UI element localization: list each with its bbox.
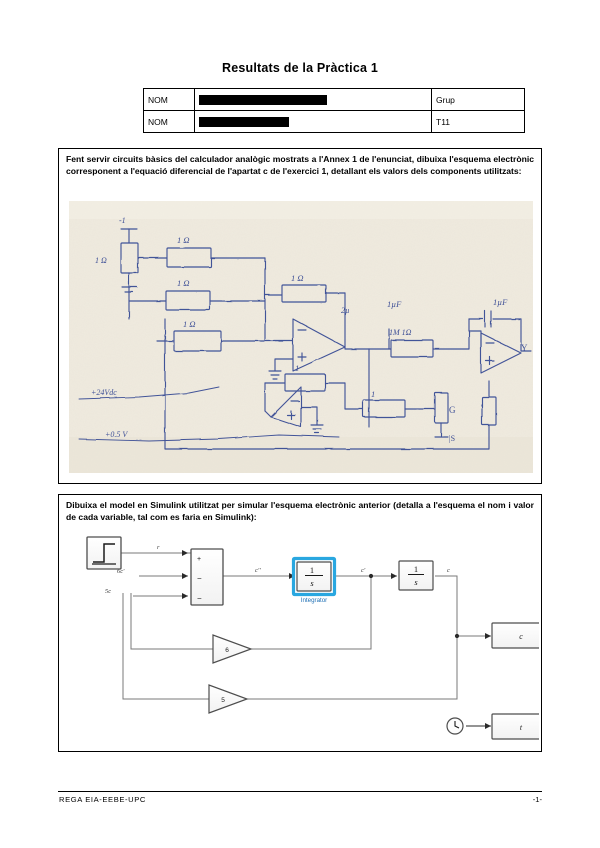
table-row: NOM Grup <box>143 88 525 111</box>
sum-block[interactable]: + − − <box>190 548 224 606</box>
clock-block[interactable] <box>446 717 464 735</box>
section-1-box: Fent servir circuits bàsics del calculad… <box>58 148 542 484</box>
sum-sign-plus: + <box>197 556 201 563</box>
hand-drawn-circuit-scan: -1 1 Ω 1 Ω 1 Ω 1 Ω 1 Ω 2µ 1M 1Ω 1µF 1µF … <box>69 201 533 473</box>
section-2-box: Dibuixa el model en Simulink utilitzat p… <box>58 494 542 752</box>
svg-text:1: 1 <box>371 389 375 399</box>
signal-label-c: c <box>447 567 450 574</box>
circuit-drawing-svg: -1 1 Ω 1 Ω 1 Ω 1 Ω 1 Ω 2µ 1M 1Ω 1µF 1µF … <box>69 201 533 473</box>
grup-value: T11 <box>431 110 525 133</box>
svg-text:1 Ω: 1 Ω <box>183 319 196 329</box>
signal-junction <box>368 573 374 579</box>
svg-text:1 Ω: 1 Ω <box>177 278 190 288</box>
to-workspace-t-block[interactable]: t <box>491 713 539 740</box>
simulink-model-canvas: + − − 1 s Integrator 1 <box>61 531 539 747</box>
footer-text: REGA EIA-EEBE-UPC <box>59 795 147 804</box>
integrator-1-label: Integrator <box>301 597 327 604</box>
section-1-prompt: Fent servir circuits bàsics del calculad… <box>66 154 534 176</box>
svg-text:s: s <box>414 577 418 587</box>
signal-label-6c: 6c' <box>117 568 125 575</box>
page-title: Resultats de la Pràctica 1 <box>222 61 378 75</box>
sum-sign-minus-1: − <box>197 574 202 583</box>
gain-1-value: 6 <box>225 647 229 654</box>
svg-text:+0.5 V: +0.5 V <box>105 430 128 439</box>
page-number: -1- <box>532 795 542 804</box>
sum-sign-minus-2: − <box>197 594 202 603</box>
scan-label: -1 <box>119 216 126 225</box>
svg-text:1: 1 <box>414 564 418 574</box>
nom-value-2[interactable] <box>194 110 432 133</box>
signal-junction <box>454 633 460 639</box>
svg-text:+24Vdc: +24Vdc <box>91 388 117 397</box>
signal-label-cd: c' <box>361 567 366 574</box>
nom-label-1: NOM <box>143 88 195 111</box>
svg-text:1: 1 <box>295 363 299 373</box>
integrator-1-block[interactable]: 1 s Integrator <box>291 556 337 605</box>
simulink-diagram-svg: + − − 1 s Integrator 1 <box>61 531 539 747</box>
integrator-denominator: s <box>310 578 314 588</box>
svg-text:G: G <box>449 405 456 415</box>
redaction-bar <box>199 116 289 127</box>
student-header-table: NOM Grup NOM T11 <box>143 88 525 133</box>
nom-label-2: NOM <box>143 110 195 133</box>
svg-text:1 Ω: 1 Ω <box>95 256 107 265</box>
signal-label-r: r <box>157 544 160 551</box>
grup-label: Grup <box>431 88 525 111</box>
svg-text:1µF: 1µF <box>387 299 402 309</box>
gain-2-value: 5 <box>221 697 225 704</box>
signal-label-5c: 5c <box>105 588 111 595</box>
svg-text:2µ: 2µ <box>341 306 350 315</box>
to-workspace-c-label: c <box>519 632 523 641</box>
to-workspace-t-label: t <box>520 723 523 732</box>
svg-text:|S: |S <box>449 434 455 443</box>
svg-text:1µF: 1µF <box>493 297 508 307</box>
integrator-2-block[interactable]: 1 s <box>398 560 434 591</box>
integrator-numerator: 1 <box>310 565 314 575</box>
gain-1-block[interactable]: 6 <box>212 634 253 664</box>
svg-text:1 Ω: 1 Ω <box>177 235 190 245</box>
nom-value-1[interactable] <box>194 88 432 111</box>
redaction-bar <box>199 94 327 105</box>
step-block[interactable] <box>86 536 122 570</box>
section-2-prompt: Dibuixa el model en Simulink utilitzat p… <box>66 500 534 522</box>
svg-text:1 Ω: 1 Ω <box>291 273 304 283</box>
svg-text:1M 1Ω: 1M 1Ω <box>389 328 412 337</box>
footer-divider <box>58 791 542 792</box>
signal-label-cdd: c'' <box>255 567 261 574</box>
svg-text:Y: Y <box>521 343 528 353</box>
gain-2-block[interactable]: 5 <box>208 684 249 714</box>
table-row: NOM T11 <box>143 110 525 133</box>
to-workspace-c-block[interactable]: c <box>491 622 539 649</box>
